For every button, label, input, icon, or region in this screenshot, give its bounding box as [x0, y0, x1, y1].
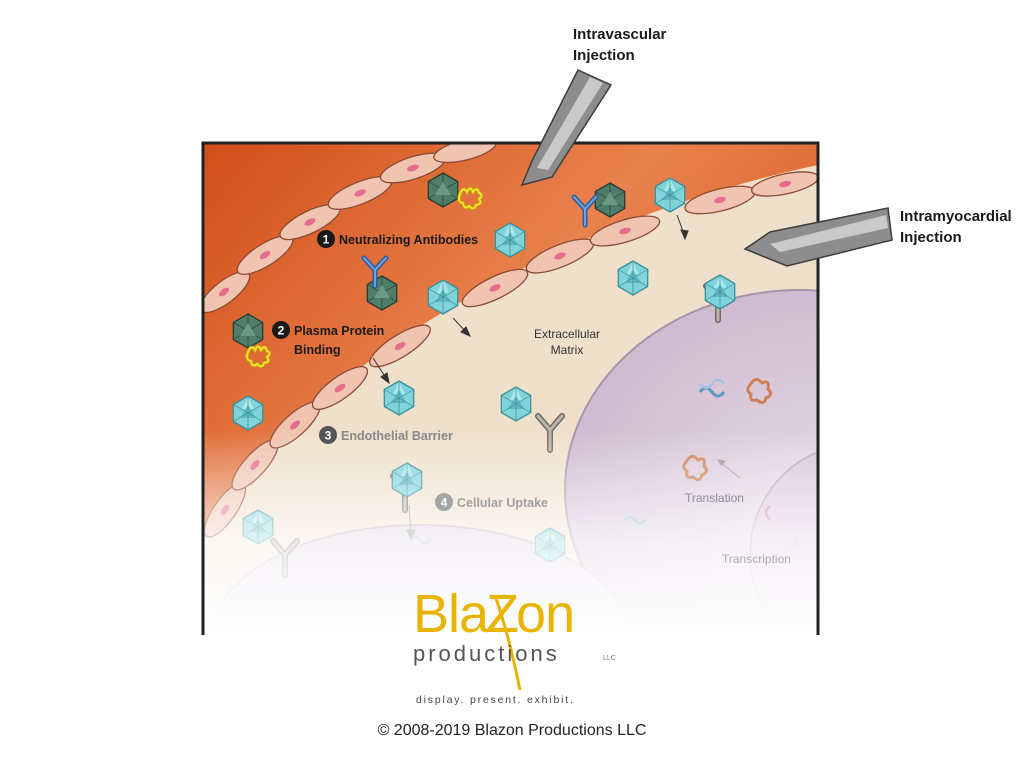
intravascular-label-line1: Intravascular	[573, 26, 667, 43]
intramyocardial-needle-icon	[743, 207, 893, 267]
intramyocardial-label-line2: Injection	[900, 229, 962, 246]
transcription-label: Transcription	[722, 552, 791, 566]
step-1-label: Neutralizing Antibodies	[339, 233, 478, 247]
extracellular-matrix-label-line2: Matrix	[551, 343, 584, 357]
dna-icon	[698, 379, 726, 398]
logo-productions: productions	[413, 641, 560, 666]
logo-swoosh	[494, 597, 522, 691]
copyright-notice: © 2008-2019 Blazon Productions LLC	[377, 722, 647, 739]
step-1-badge	[317, 230, 335, 248]
logo-llc: LLC	[603, 655, 616, 662]
blazon-logo: BlaZon productions LLC display. present.…	[413, 584, 616, 706]
step-2-number: 2	[278, 324, 285, 338]
step-4-label: Cellular Uptake	[457, 496, 548, 510]
protein-brown-icon	[746, 378, 773, 405]
intravascular-needle-icon	[520, 69, 613, 187]
intravascular-label-line2: Injection	[573, 47, 635, 64]
blood-vessel-lumen	[203, 143, 818, 540]
bottom-fade-overlay	[203, 430, 818, 635]
step-2-label-line2: Binding	[294, 343, 341, 357]
step-3-badge	[319, 426, 337, 444]
step-4-badge	[435, 493, 453, 511]
translation-label: Translation	[685, 491, 744, 505]
endothelium-upper	[203, 143, 497, 314]
step-3-label: Endothelial Barrier	[341, 429, 453, 443]
tissue-scene	[203, 143, 818, 635]
step-2-label-line1: Plasma Protein	[294, 324, 384, 338]
intramyocardial-label-line1: Intramyocardial	[900, 208, 1012, 225]
step-3-number: 3	[325, 429, 332, 443]
logo-tagline: display. present. exhibit.	[416, 694, 575, 706]
step-4-number: 4	[441, 496, 448, 510]
step-1-number: 1	[323, 233, 330, 247]
diagram-frame	[201, 141, 820, 635]
extracellular-matrix-label-line1: Extracellular	[534, 327, 600, 341]
logo-wordmark-start: BlaZon	[413, 584, 574, 644]
step-2-badge	[272, 321, 290, 339]
